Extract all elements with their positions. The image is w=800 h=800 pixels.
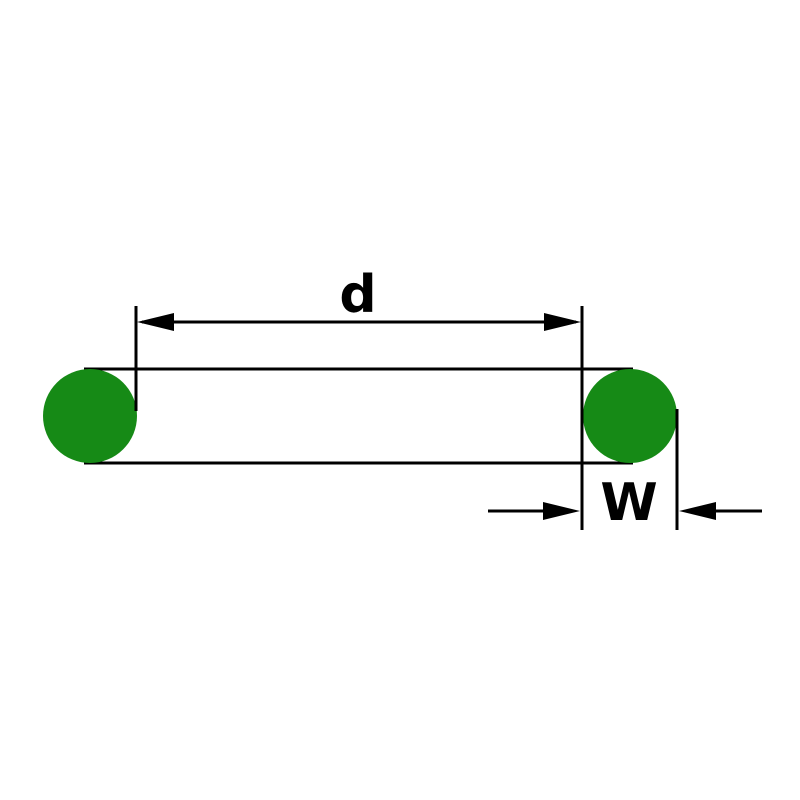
w-dimension-label: W [600,473,657,533]
oring-cross-section-left [43,369,137,463]
w-arrowhead-left-icon [543,502,580,520]
d-dimension-label: d [339,265,376,325]
d-arrowhead-right-icon [544,313,581,331]
w-arrowhead-right-icon [679,502,716,520]
d-arrowhead-left-icon [137,313,174,331]
oring-cross-section-right [583,369,677,463]
